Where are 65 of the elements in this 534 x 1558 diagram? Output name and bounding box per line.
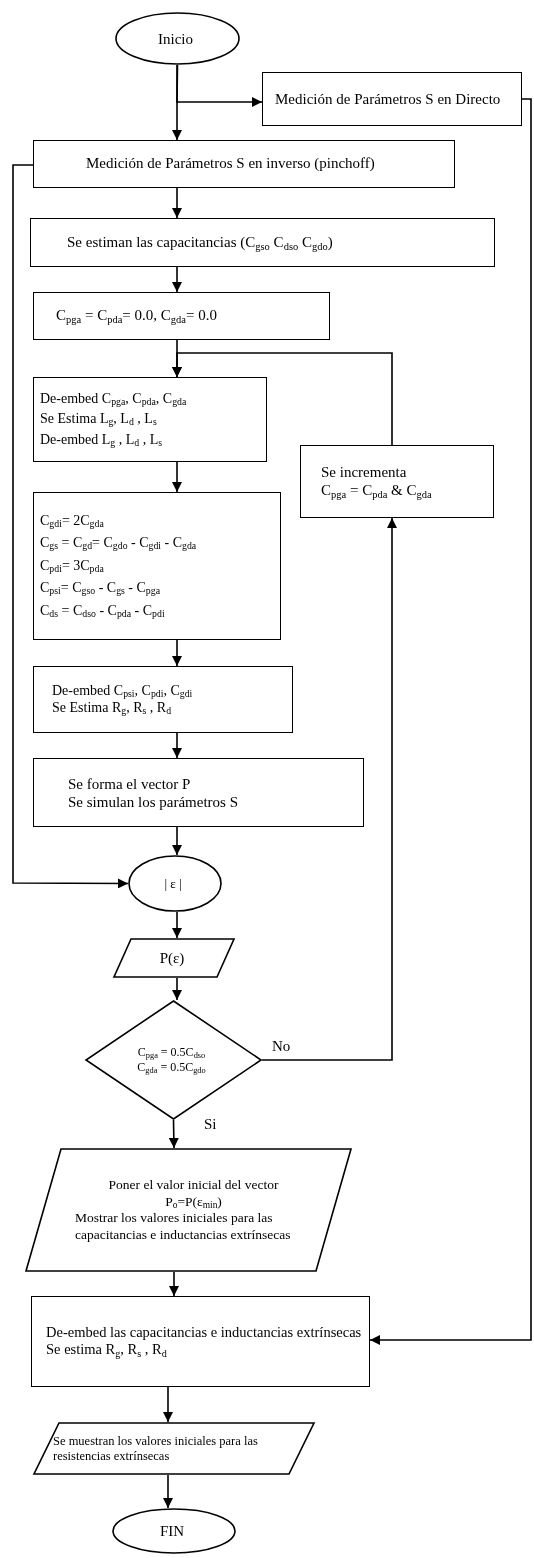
arrow — [172, 187, 182, 219]
arrow — [261, 517, 397, 1061]
node-text: Se estiman las capacitancias (C$_{gso}$ C$_{dso}$ C$_{gdo}$) — [67, 232, 334, 253]
decision-diamond — [85, 1000, 262, 1120]
io-parallelogram — [33, 1422, 315, 1475]
arrow — [172, 977, 182, 1001]
node-text: C$_{gdi}$= 2C$_{gda}$ — [40, 512, 105, 532]
node-text: C$_{pga}$ = C$_{pda}$= 0.0, C$_{gda}$= 0.0 — [56, 306, 218, 326]
node-text: C$_{gda}$ = 0.5C$_{gdo}$ — [136, 1060, 207, 1076]
node-text: Medición de Parámetros S en inverso (pinchoff) — [86, 156, 376, 172]
node-text: Se Estima L$_{g}$, L$_{d}$ , L$_{s}$ — [40, 410, 158, 430]
arrow — [169, 1271, 179, 1297]
arrow — [168, 1119, 179, 1149]
node-text: C$_{pga}$ = 0.5C$_{dso}$ — [136, 1044, 207, 1060]
process-box — [33, 666, 293, 733]
process-box — [33, 377, 267, 462]
node-text: | ε | — [163, 875, 183, 892]
process-box — [33, 492, 281, 640]
node-text: De-embed C$_{psi}$, C$_{pdi}$, C$_{gdi}$ — [52, 682, 194, 700]
arrow — [12, 164, 129, 889]
node-text: C$_{gs}$ = C$_{gd}$= C$_{gdo}$ - C$_{gdi}$ - C$_{gda}$ — [40, 534, 198, 554]
node-text: Se estima R$_{g}$, R$_{s}$ , R$_{d}$ — [46, 1341, 168, 1360]
node-text: Se incrementa — [321, 462, 408, 481]
node-text: Poner el valor inicial del vector — [107, 1177, 280, 1194]
node-text: P$_{o}$=P(ε$_{min}$) — [164, 1193, 223, 1211]
node-text: Se forma el vector P — [68, 774, 192, 793]
node-text: Se simulan los parámetros S — [68, 792, 239, 811]
io-parallelogram — [113, 938, 235, 978]
process-box — [300, 445, 494, 518]
node-text: Medición de Parámetros S en Directo — [275, 90, 502, 108]
process-box — [33, 140, 455, 188]
node-text: De-embed L$_{g}$ , L$_{d}$ , L$_{s}$ — [40, 430, 164, 450]
node-text: Inicio — [157, 29, 194, 48]
arrow — [172, 732, 182, 759]
arrow — [172, 352, 393, 446]
node-text: C$_{ds}$ = C$_{dso}$ - C$_{pda}$ - C$_{pdi}$ — [40, 601, 166, 621]
arrow — [163, 1386, 173, 1423]
node-text: Mostrar los valores iniciales para las capacitancias e inductancias extrínsecas — [75, 1210, 292, 1243]
process-box — [31, 1296, 370, 1387]
arrow — [369, 98, 532, 1345]
arrow — [172, 826, 182, 856]
node-text: C$_{psi}$= C$_{gso}$ - C$_{gs}$ - C$_{pga}$ — [40, 579, 161, 599]
terminal-ellipse — [115, 12, 240, 65]
terminal-ellipse — [112, 1508, 236, 1554]
node-text: C$_{pdi}$= 3C$_{pda}$ — [40, 556, 105, 577]
arrow — [172, 461, 182, 493]
arrow — [172, 266, 182, 293]
process-box — [33, 758, 364, 827]
node-text: De-embed las capacitancias e inductancias extrínsecas — [46, 1323, 363, 1342]
io-parallelogram — [25, 1148, 352, 1272]
arrow — [172, 911, 182, 939]
arrow — [172, 639, 182, 667]
process-box — [262, 72, 522, 126]
arrow — [176, 64, 263, 107]
node-text: Se Estima R$_{g}$, R$_{s}$ , R$_{d}$ — [52, 699, 173, 717]
node-text: De-embed C$_{pga}$, C$_{pda}$, C$_{gda}$ — [40, 390, 188, 410]
terminal-ellipse — [128, 855, 222, 912]
node-text: C$_{pga}$ = C$_{pda}$ & C$_{gda}$ — [321, 480, 433, 501]
process-box — [30, 218, 495, 267]
node-text: Se muestran los valores iniciales para las resistencias extrínsecas — [53, 1433, 259, 1464]
node-text: P(ε) — [158, 949, 186, 967]
process-box — [33, 292, 330, 340]
node-text: FIN — [158, 1522, 186, 1540]
arrow — [163, 1474, 173, 1509]
arrow — [172, 64, 182, 141]
